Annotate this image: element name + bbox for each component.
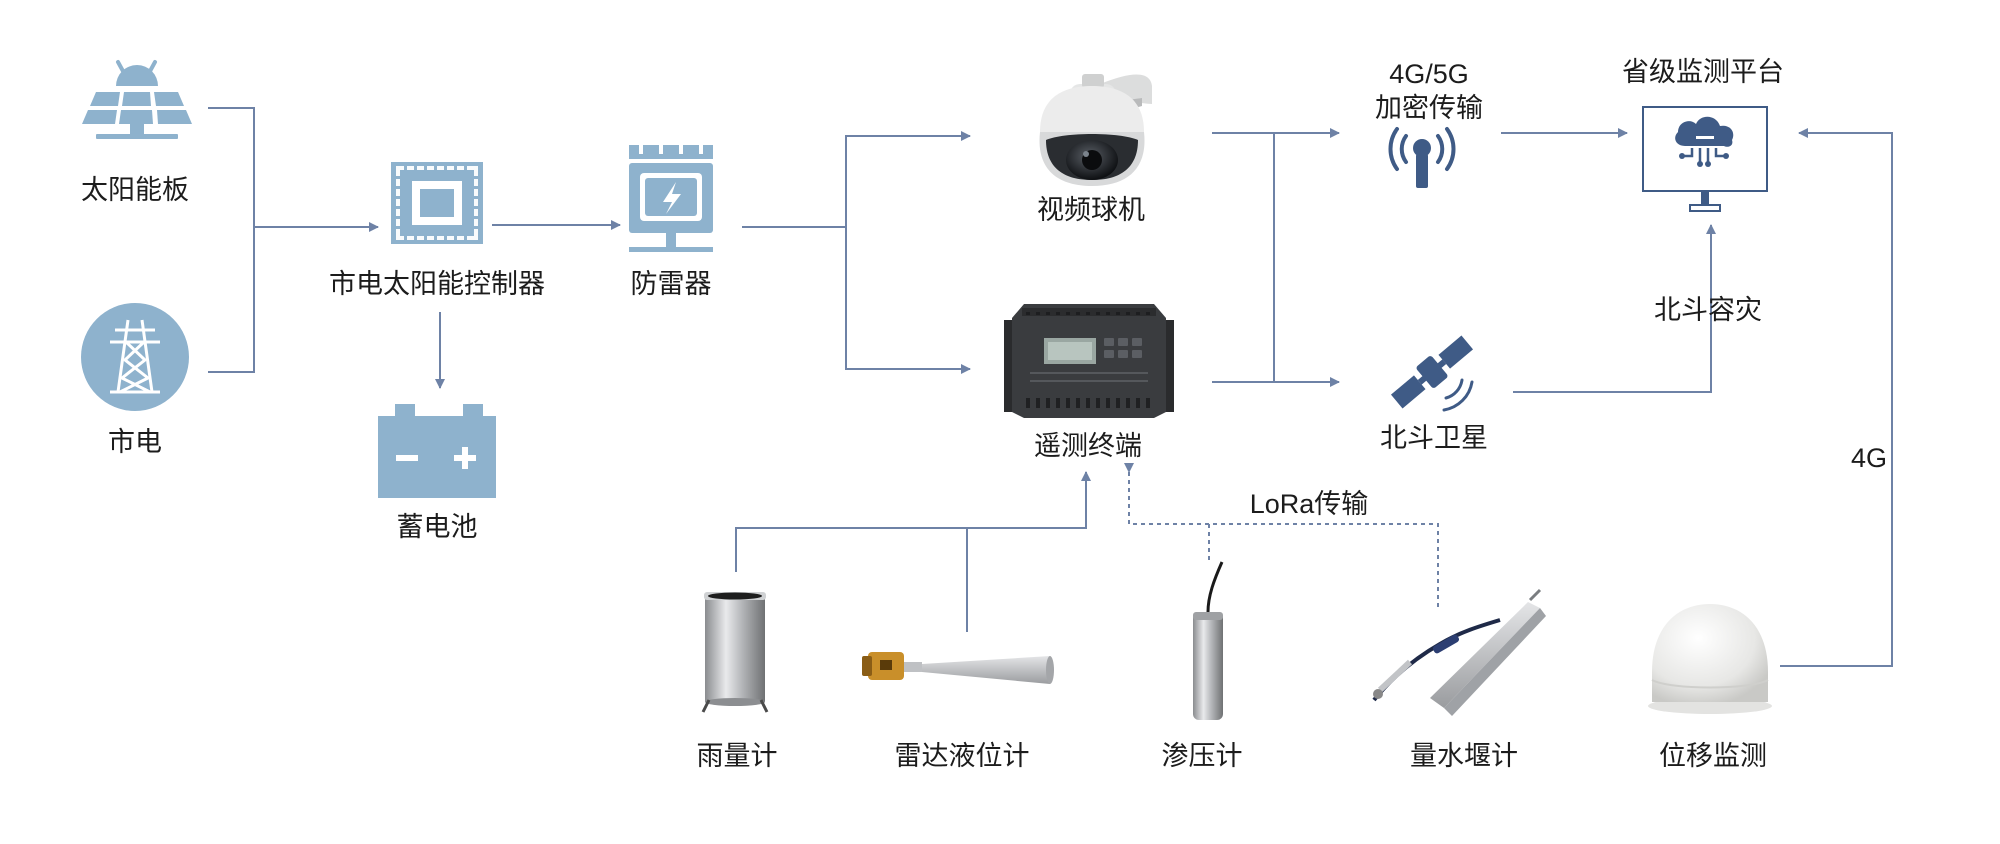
lightning-arrester-icon [629,145,713,252]
signal-antenna-icon [1388,127,1456,188]
line-solar-to-bus [208,107,255,373]
arrow-to-camera [845,131,971,227]
satellite-icon [1390,335,1474,409]
rain-gauge-image [701,592,769,713]
arrow-to-rtu [845,227,971,374]
battery-icon [378,404,496,498]
connectors [208,107,1893,667]
cloud-monitor-icon [1642,106,1768,212]
lora-label: LoRa传输 [1249,489,1369,519]
radar-level-label: 雷达液位计 [894,741,1030,771]
line-camera-out [1212,132,1275,383]
grid-power-label: 市电 [108,427,162,457]
solar-panel-icon [82,60,192,139]
transmission-tower-icon [81,303,189,411]
rain-gauge-label: 雨量计 [696,741,778,771]
surge-protector-label: 防雷器 [630,269,712,299]
line-rain-up [735,471,1091,572]
weir-meter-image [1372,588,1546,716]
piezometer-image [1193,561,1224,720]
arrow-beidou-to-platform [1513,224,1716,393]
encrypted-4g5g-line2: 加密传输 [1375,93,1483,123]
piezometer-label: 渗压计 [1161,741,1243,771]
displacement-label: 位移监测 [1659,741,1767,771]
battery-label: 蓄电池 [396,512,478,542]
weir-meter-label: 量水堰计 [1410,741,1518,771]
beidou-backup-label: 北斗容灾 [1654,295,1762,325]
arrow-displacement-to-platform [1780,128,1893,667]
platform-label: 省级监测平台 [1622,57,1784,87]
beidou-satellite-label: 北斗卫星 [1380,423,1488,453]
displacement-dome-image [1648,604,1772,714]
rtu-device-image [1004,304,1174,418]
chip-icon [391,162,483,244]
rtu-label: 遥测终端 [1034,431,1142,461]
satellite-signal-icon [1442,378,1474,412]
radar-level-image [862,652,1054,684]
line-lora [1124,463,1439,610]
link-4g-label: 4G [1850,443,1888,473]
encrypted-4g5g-line1: 4G/5G [1389,59,1469,89]
solar-panel-label: 太阳能板 [81,175,189,205]
camera-label: 视频球机 [1037,195,1145,225]
controller-label: 市电太阳能控制器 [329,269,545,299]
ptz-camera-image [1039,74,1152,186]
